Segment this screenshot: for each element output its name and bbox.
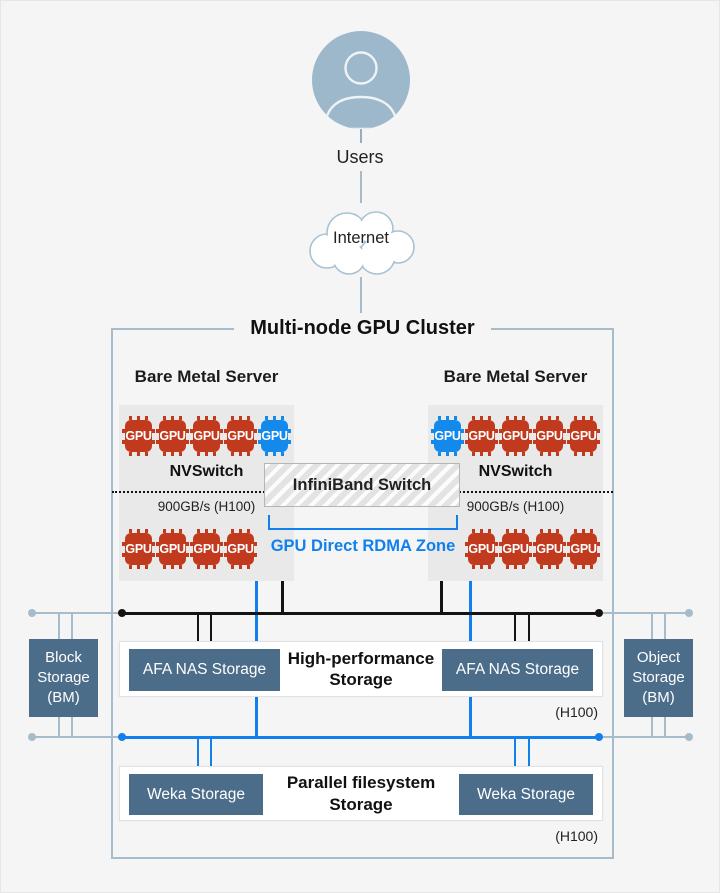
gpu-chip-icon: GPU (567, 416, 600, 456)
server-left-heading: Bare Metal Server (134, 367, 279, 386)
right-rail-top-line (599, 612, 689, 614)
high-performance-storage-panel: AFA NAS Storage High-performance Storage… (119, 641, 603, 697)
gpu-chip-label: GPU (536, 533, 563, 565)
gpu-chip-icon: GPU (190, 529, 223, 569)
infiniband-switch-box: InfiniBand Switch (264, 463, 460, 507)
users-avatar (312, 31, 410, 129)
weka-storage-box: Weka Storage (459, 774, 593, 815)
weka-link-line (210, 738, 212, 766)
h100-note: (H100) (555, 828, 598, 844)
gpu-chip-icon: GPU (431, 416, 464, 456)
gpu-chip-icon: GPU (122, 529, 155, 569)
parallel-filesystem-storage-panel: Weka Storage Parallel filesystem Storage… (119, 766, 603, 821)
gpu-chip-icon: GPU (156, 529, 189, 569)
cluster-title-text: Multi-node GPU Cluster (234, 314, 491, 342)
rdma-zone-label: GPU Direct RDMA Zone (270, 537, 456, 555)
weka-link-line (197, 738, 199, 766)
afa-link-line (528, 614, 530, 641)
gpu-chip-label: GPU (159, 420, 186, 452)
gpu-chip-label: GPU (434, 420, 461, 452)
object-storage-box: Object Storage (BM) (624, 639, 693, 717)
gpu-chip-icon: GPU (499, 529, 532, 569)
afa-link-line (514, 614, 516, 641)
gpu-chip-icon: GPU (567, 529, 600, 569)
gpu-chip-label: GPU (502, 533, 529, 565)
gpu-row: GPU GPU GPU GPU GPU (122, 416, 291, 456)
internet-cloud-icon (297, 201, 425, 279)
rdma-zone-bracket (268, 515, 458, 530)
server-right-heading: Bare Metal Server (443, 367, 588, 386)
weka-storage-box: Weka Storage (129, 774, 263, 815)
gpu-chip-label: GPU (468, 420, 495, 452)
internet-cluster-connector-line (360, 277, 362, 313)
gpu-chip-icon: GPU (499, 416, 532, 456)
gpu-chip-icon: GPU (465, 416, 498, 456)
rail-endpoint-dot (28, 733, 36, 741)
gpu-chip-icon: GPU (190, 416, 223, 456)
gpu-row: GPU GPU GPU GPU GPU (431, 416, 600, 456)
afa-link-line (210, 614, 212, 641)
h100-note: (H100) (555, 704, 598, 720)
parallel-filesystem-storage-label: Parallel filesystem Storage (286, 773, 436, 814)
gpu-chip-label: GPU (570, 533, 597, 565)
gpu-chip-label: GPU (261, 420, 288, 452)
cluster-title: Multi-node GPU Cluster (111, 314, 614, 342)
afa-nas-storage-box: AFA NAS Storage (442, 649, 593, 691)
nvswitch-label-left: NVSwitch (169, 463, 244, 480)
bus-endpoint-dot (595, 609, 603, 617)
server-right-black-link-line (440, 581, 443, 614)
gpu-chip-icon: GPU (465, 529, 498, 569)
right-rail-bottom-line (599, 736, 689, 738)
blue-network-bus (122, 736, 599, 739)
gpu-chip-icon: GPU (224, 416, 257, 456)
left-rail-bottom-line (32, 736, 122, 738)
nvswitch-label-right: NVSwitch (478, 463, 553, 480)
rail-endpoint-dot (28, 609, 36, 617)
gpu-chip-label: GPU (125, 533, 152, 565)
gpu-chip-icon: GPU (156, 416, 189, 456)
bandwidth-label-left: 900GB/s (H100) (157, 499, 256, 514)
gpu-chip-icon: GPU (224, 529, 257, 569)
gpu-row: GPU GPU GPU GPU (431, 529, 600, 569)
person-icon (323, 51, 399, 129)
gpu-chip-label: GPU (193, 533, 220, 565)
weka-link-line (528, 738, 530, 766)
gpu-chip-label: GPU (468, 533, 495, 565)
gpu-chip-label: GPU (227, 420, 254, 452)
gpu-chip-icon: GPU (533, 529, 566, 569)
avatar-users-connector-line (360, 129, 362, 143)
gpu-chip-icon: GPU (122, 416, 155, 456)
gpu-chip-label: GPU (125, 420, 152, 452)
gpu-chip-label: GPU (227, 533, 254, 565)
gpu-row: GPU GPU GPU GPU (122, 529, 291, 569)
gpu-chip-label: GPU (570, 420, 597, 452)
black-network-bus (122, 612, 599, 615)
weka-link-line (514, 738, 516, 766)
gpu-chip-label: GPU (536, 420, 563, 452)
gpu-chip-label: GPU (159, 533, 186, 565)
left-rail-top-line (32, 612, 122, 614)
users-label: Users (336, 147, 384, 167)
afa-nas-storage-box: AFA NAS Storage (129, 649, 280, 691)
block-storage-box: Block Storage (BM) (29, 639, 98, 717)
bus-endpoint-dot (595, 733, 603, 741)
gpu-chip-icon: GPU (533, 416, 566, 456)
users-internet-connector-line (360, 171, 362, 203)
gpu-chip-label: GPU (193, 420, 220, 452)
afa-link-line (197, 614, 199, 641)
high-performance-storage-label: High-performance Storage (287, 648, 435, 689)
bandwidth-label-right: 900GB/s (H100) (466, 499, 565, 514)
rail-endpoint-dot (685, 733, 693, 741)
gpu-chip-label: GPU (502, 420, 529, 452)
server-left-black-link-line (281, 581, 284, 614)
gpu-chip-icon: GPU (258, 416, 291, 456)
rail-endpoint-dot (685, 609, 693, 617)
internet-label: Internet (333, 229, 389, 247)
